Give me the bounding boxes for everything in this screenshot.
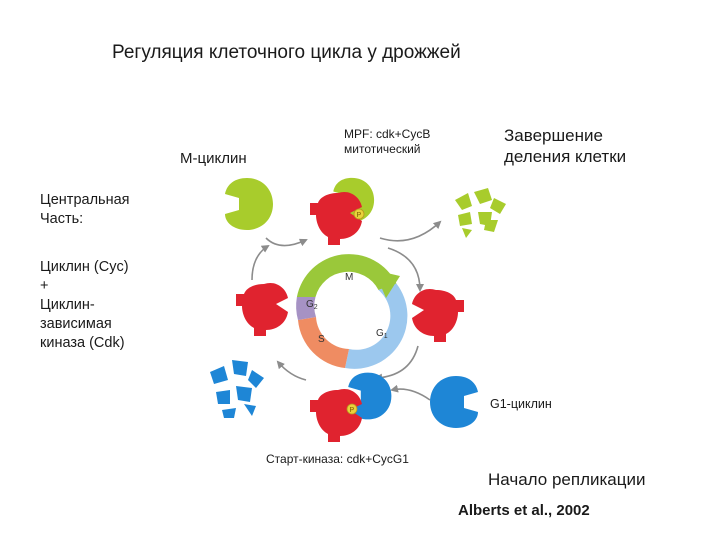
- arrow-left-upward: [251, 244, 270, 281]
- m-cyclin-fragment: [484, 220, 498, 232]
- start-phosphate-label: P: [350, 407, 355, 414]
- central-part-line2: Часть:: [40, 211, 84, 227]
- cycle-phase-g2: [296, 297, 316, 320]
- m-cyclin-shape: [225, 178, 273, 230]
- start-phosphate: [346, 403, 358, 415]
- g1-cyclin-fragment: [210, 366, 228, 384]
- cycle-phase-label-s: S: [318, 334, 325, 345]
- g1-cyclin-fragment: [244, 404, 256, 416]
- g1-cyclin-fragment: [216, 390, 230, 404]
- mpf-phosphate: [353, 208, 365, 220]
- start-kinase-label: Старт-киназа: cdk+CycG1: [266, 452, 409, 466]
- g1-cyclin-fragment: [232, 360, 248, 376]
- arrow-mpf-right-downward: [387, 247, 424, 292]
- start-kinase-complex: P: [310, 372, 392, 442]
- m-cyclin-fragment: [455, 193, 472, 210]
- cycle-phase-label-m: M: [345, 272, 353, 283]
- g1-cyclin-label: G1-циклин: [490, 397, 552, 411]
- cycle-phase-m: [296, 254, 397, 297]
- cycle-direction-arrow: [374, 270, 400, 298]
- central-part-label: Центральная Часть:: [40, 191, 130, 229]
- start-cdk-shape: [310, 388, 362, 442]
- m-cyclin-fragment: [462, 228, 472, 238]
- m-cyclin-fragment: [490, 198, 506, 214]
- citation: Alberts et al., 2002: [458, 502, 590, 519]
- cycle-phase-label-g2: G2: [306, 299, 318, 311]
- mpf-phosphate-label: P: [357, 212, 362, 219]
- arrow-mpf-to-completion: [379, 220, 442, 242]
- completion-label: Завершение деления клетки: [504, 125, 626, 167]
- mpf-complex: P: [310, 177, 375, 245]
- g1-cyclin-fragment: [236, 386, 252, 402]
- cdk-left-shape: [236, 282, 288, 336]
- arrow-m-cyclin-to-mpf: [265, 237, 308, 247]
- m-cyclin-fragment: [458, 212, 472, 226]
- degraded-m-cyclin: [455, 188, 506, 238]
- arrow-start-to-left: [276, 360, 307, 381]
- g1-cyclin-fragment: [222, 408, 236, 418]
- cycle-phase-label-g1: G1: [376, 328, 388, 340]
- degraded-g1-cyclin: [210, 360, 264, 418]
- mpf-label-line2: митотический: [344, 142, 421, 156]
- page-title: Регуляция клеточного цикла у дрожжей: [112, 42, 461, 63]
- arrow-g1-cyclin-to-start: [390, 384, 431, 401]
- cycle-arrows: [251, 220, 442, 401]
- central-part-line1: Центральная: [40, 192, 130, 208]
- replication-start-label: Начало репликации: [488, 470, 646, 489]
- m-cyclin-fragment: [474, 188, 492, 204]
- mpf-cdk-shape: [310, 191, 362, 245]
- cdk-right-shape: [412, 288, 464, 342]
- g1-cyclin-shape: [430, 376, 478, 428]
- cycle-ring: M G1 S G2: [296, 254, 408, 369]
- completion-label-line2: деления клетки: [504, 147, 627, 166]
- cyclin-cdk-description: Циклин (Cyc) + Циклин- зависимая киназа …: [40, 259, 129, 351]
- mpf-label: MPF: cdk+CycB митотический: [344, 127, 430, 157]
- mpf-label-line1: MPF: cdk+CycB: [344, 127, 431, 141]
- cycle-phase-g1: [345, 283, 408, 369]
- completion-label-line1: Завершение: [504, 126, 603, 145]
- m-cyclin-label: М-циклин: [180, 150, 247, 167]
- cycle-phase-s: [298, 317, 349, 368]
- g1-cyclin-fragment: [248, 370, 264, 388]
